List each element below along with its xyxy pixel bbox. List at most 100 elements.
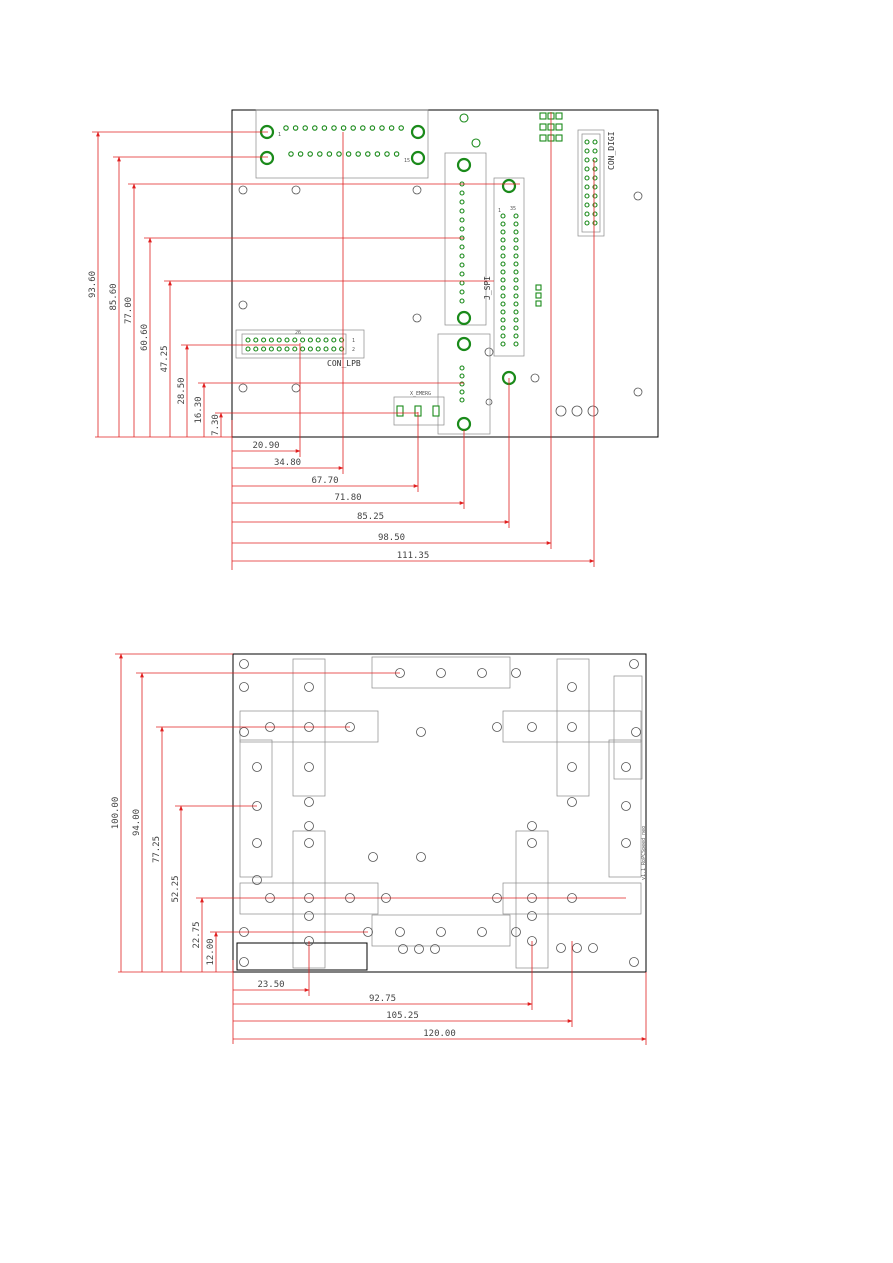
- lpb-pad: [292, 337, 298, 343]
- spi-pad: [500, 237, 506, 243]
- ldsub-pad: [459, 397, 465, 403]
- vdsub-pad: [459, 280, 465, 286]
- lpb-pad: [292, 346, 298, 352]
- bottom-hole: [252, 875, 262, 885]
- dsub-connector: 1 15: [255, 109, 429, 179]
- bottom-hole: [304, 762, 314, 772]
- spi-pad: [513, 261, 519, 267]
- spi-pad: [513, 253, 519, 259]
- vdsub-pad: [459, 199, 465, 205]
- digi-pad: [592, 148, 598, 154]
- spi-pad: [513, 309, 519, 315]
- bottom-hole: [239, 957, 249, 967]
- spi-pad: [500, 285, 506, 291]
- bottom-hole: [631, 727, 641, 737]
- con-lpb-connector: 26 1 2 CON_LPB: [235, 329, 365, 368]
- con-digi-connector: CON_DIGI: [577, 129, 616, 237]
- spi-pad: [513, 221, 519, 227]
- digi-pad: [584, 148, 590, 154]
- bot-vdim-value: 94.00: [132, 809, 142, 836]
- ldsub-pad: [459, 389, 465, 395]
- x-emerg-label: X_EMERG: [410, 391, 431, 397]
- bottom-hole: [304, 911, 314, 921]
- spi-pad: [513, 301, 519, 307]
- lpb-pad: [276, 337, 282, 343]
- dsub-pad: [340, 125, 347, 131]
- bottom-hole: [621, 762, 631, 772]
- digi-pad: [584, 202, 590, 208]
- bottom-hole: [436, 927, 446, 937]
- lpb-pad: [245, 337, 251, 343]
- bottom-hole: [304, 821, 314, 831]
- spi-pad: [513, 341, 519, 347]
- bot-hdim-value: 92.75: [369, 994, 396, 1004]
- dsub-pad: [326, 151, 333, 157]
- bottom-hole: [621, 801, 631, 811]
- lpb-pin26-label: 26: [295, 330, 301, 336]
- lpb-pad: [331, 337, 337, 343]
- dsub-pad: [302, 125, 308, 131]
- spi-pad: [500, 245, 506, 251]
- bottom-hole: [511, 668, 521, 678]
- vertical-dsub: [444, 152, 487, 326]
- top-vdim-value: 93.60: [88, 271, 98, 298]
- vdsub-pad: [459, 208, 465, 214]
- digi-pad: [584, 220, 590, 226]
- dsub-pin1-label: 1: [278, 132, 281, 138]
- dsub-pad: [288, 151, 294, 157]
- bottom-hole: [477, 668, 487, 678]
- top-hdim-value: 71.80: [334, 493, 361, 503]
- top-board-outline: [231, 109, 659, 438]
- vdsub-pad: [459, 244, 465, 250]
- lpb-pad: [315, 337, 321, 343]
- digi-pad: [592, 139, 598, 145]
- bottom-hole: [368, 852, 378, 862]
- top-hdim-value: 34.80: [274, 458, 301, 468]
- ldsub-pad: [459, 373, 465, 379]
- spi-pad: [500, 213, 506, 219]
- dsub-pad: [355, 151, 361, 157]
- lpb-pad: [253, 346, 259, 352]
- dsub-pad: [321, 125, 328, 131]
- lpb-pad: [323, 337, 329, 343]
- bottom-hole: [511, 927, 521, 937]
- top-vdim-value: 16.30: [194, 396, 204, 423]
- dsub-pad: [297, 151, 304, 157]
- lpb-pad: [307, 337, 313, 343]
- bottom-hole: [395, 927, 405, 937]
- vdsub-pad: [459, 271, 465, 277]
- bottom-hole: [527, 911, 537, 921]
- bottom-hole: [567, 762, 577, 772]
- dsub-pad: [379, 125, 385, 131]
- dsub-pad: [345, 151, 352, 157]
- spi-pad: [513, 229, 519, 235]
- bottom-hole: [414, 944, 424, 954]
- dsub-pad: [388, 125, 395, 131]
- top-vdim-value: 47.25: [160, 345, 170, 372]
- bot-vdim-value: 52.25: [171, 875, 181, 902]
- bottom-view: v1.1 RoPCSpeed neo 23.5092.75105.25120.0…: [111, 653, 647, 1045]
- digi-pad: [584, 184, 590, 190]
- spi-pad: [500, 253, 506, 259]
- top-vdim-value: 85.60: [109, 283, 119, 310]
- lpb-pad: [253, 337, 259, 343]
- dsub-pad: [292, 125, 299, 131]
- x-emerg-connector: X_EMERG: [393, 391, 445, 426]
- bottom-hole: [629, 659, 639, 669]
- top-vdim-value: 77.00: [124, 297, 134, 324]
- bottom-hole: [567, 682, 577, 692]
- dsub-pad: [365, 151, 371, 157]
- spi-pad: [500, 221, 506, 227]
- top-hdim-value: 67.70: [311, 476, 338, 486]
- dsub-pin15-label: 15: [404, 158, 410, 164]
- ldsub-pad: [459, 365, 465, 371]
- spi-pad: [500, 269, 506, 275]
- spi-pin35-label: 35: [510, 206, 516, 212]
- bottom-hole: [527, 821, 537, 831]
- dsub-pad: [317, 151, 323, 157]
- bottom-hole: [477, 927, 487, 937]
- dsub-pad: [360, 125, 366, 131]
- spi-pad: [500, 309, 506, 315]
